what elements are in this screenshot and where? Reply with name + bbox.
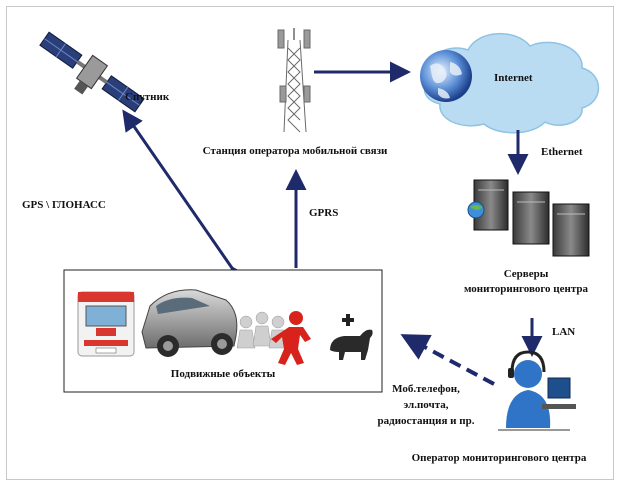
edge-comm bbox=[400, 334, 495, 386]
comm-label-line1: Моб.телефон, bbox=[392, 383, 460, 395]
gps-label: GPS \ ГЛОНАСС bbox=[22, 199, 106, 211]
satellite-label: Спутник bbox=[125, 91, 170, 103]
gprs-label: GPRS bbox=[309, 207, 339, 219]
people-icon bbox=[236, 311, 311, 365]
objects-label: Подвижные объекты bbox=[170, 368, 276, 380]
cloud-globe-icon bbox=[420, 33, 600, 134]
comm-label-line3: радиостанция и пр. bbox=[377, 415, 475, 427]
cell-tower-icon bbox=[277, 28, 311, 133]
lan-label: LAN bbox=[552, 326, 576, 338]
servers-label-line2: мониторингового центра bbox=[463, 283, 589, 295]
tower-label: Станция оператора мобильной связи bbox=[202, 145, 388, 157]
car-icon bbox=[141, 289, 238, 357]
comm-label-line2: эл.почта, bbox=[403, 399, 449, 411]
satellite-icon bbox=[39, 31, 145, 113]
servers-label-line1: Серверы bbox=[503, 268, 549, 280]
internet-label: Internet bbox=[494, 72, 533, 84]
ambulance-icon bbox=[77, 291, 135, 357]
dog-icon bbox=[330, 314, 373, 360]
operator-headset-icon bbox=[498, 350, 576, 431]
edge-gps bbox=[122, 109, 251, 289]
operator-label: Оператор мониторингового центра bbox=[411, 452, 587, 464]
ethernet-label: Ethernet bbox=[541, 146, 583, 158]
server-rack-icon bbox=[467, 179, 590, 257]
